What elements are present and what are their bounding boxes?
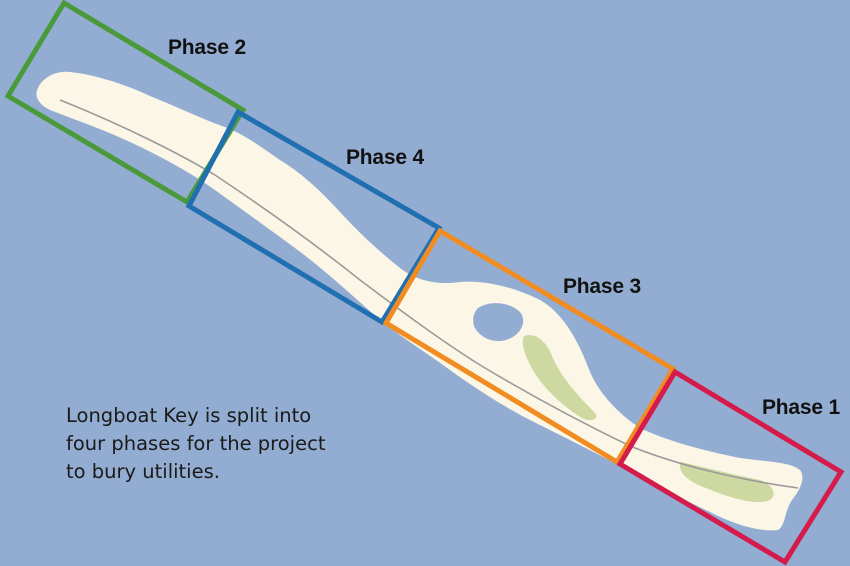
phase-4-outline xyxy=(185,108,443,326)
phase-4-label: Phase 4 xyxy=(346,146,424,169)
phase-3-label: Phase 3 xyxy=(563,275,641,298)
phase-2-outline xyxy=(4,0,247,206)
caption-line-1: Longboat Key is split into xyxy=(66,404,312,427)
park-area-south xyxy=(679,462,774,503)
phase-1-label: Phase 1 xyxy=(762,396,840,419)
caption-line-3: to bury utilities. xyxy=(66,460,220,483)
caption-line-2: four phases for the project xyxy=(66,432,326,455)
phase-2-label: Phase 2 xyxy=(168,36,246,59)
main-road xyxy=(59,99,799,489)
island-landmass xyxy=(36,71,803,531)
map-caption: Longboat Key is split into four phases f… xyxy=(66,402,386,486)
park-area-north xyxy=(522,334,597,421)
lagoon xyxy=(473,303,524,342)
phase-1-outline xyxy=(616,368,845,566)
phase-3-outline xyxy=(382,227,677,466)
